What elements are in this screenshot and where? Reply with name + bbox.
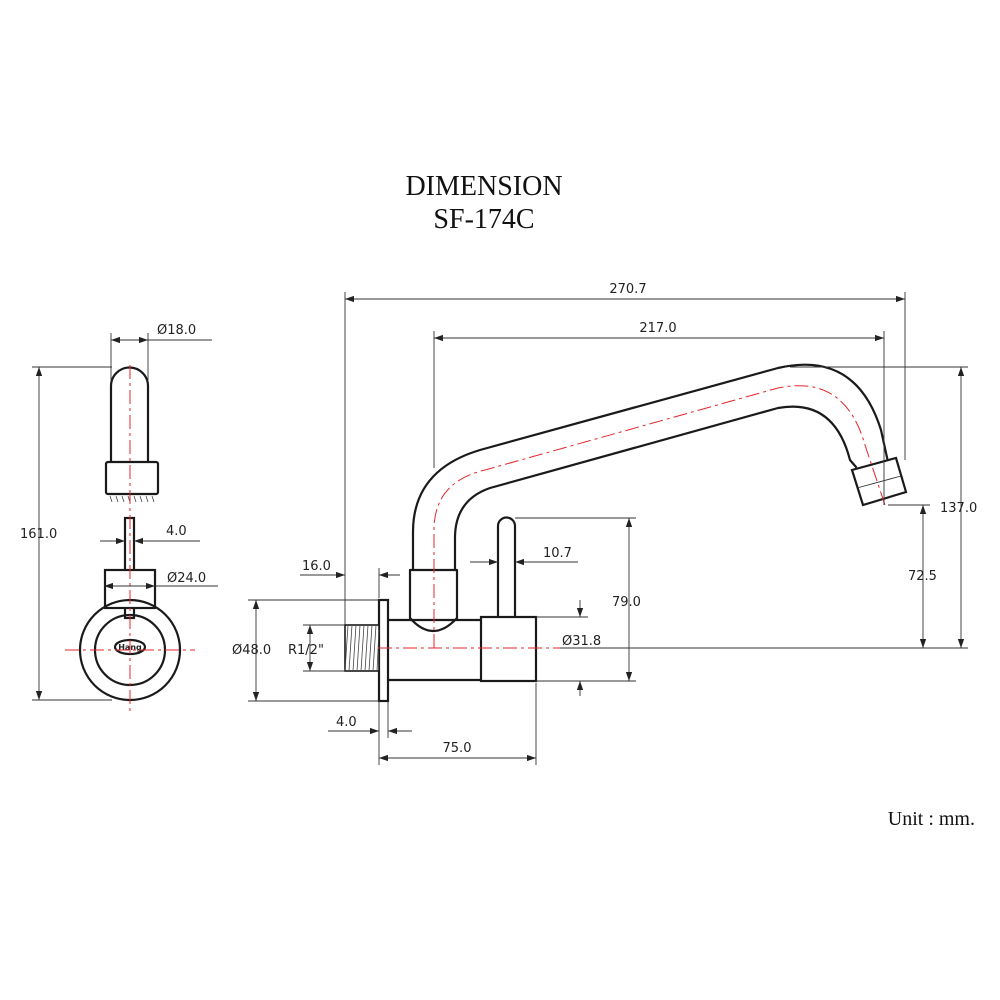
wall-flange: [377, 598, 390, 703]
drawing-title: DIMENSION: [405, 171, 562, 202]
spout-inner: [453, 405, 858, 572]
dim-side-body-diameter: Ø24.0: [167, 571, 206, 586]
spout-centerline: [433, 385, 886, 648]
dim-body-length: 75.0: [443, 741, 472, 756]
dim-side-height: 161.0: [20, 527, 57, 542]
unit-label: Unit : mm.: [888, 808, 975, 830]
dim-flange-thickness: 4.0: [336, 715, 357, 730]
dim-side-tube-diameter: Ø18.0: [157, 323, 196, 338]
valve-head: [479, 615, 538, 683]
dim-handle-width: 10.7: [543, 546, 572, 561]
side-view: Hang Ø18.0 4.0 Ø24.0 161.0: [20, 323, 218, 715]
spout-outer: [411, 363, 890, 572]
front-handle: [496, 516, 517, 619]
dim-flange-diameter: Ø48.0: [232, 643, 271, 658]
dim-side-handle-width: 4.0: [166, 524, 187, 539]
front-view: 270.7 217.0 16.0 Ø48.0 R1/2" 4.0 75.0: [232, 282, 977, 765]
dim-handle-height: 79.0: [612, 595, 641, 610]
thread-hatching: [344, 624, 380, 672]
dim-outlet-height: 72.5: [908, 569, 937, 584]
dim-body-diameter: Ø31.8: [562, 634, 601, 649]
model-number: SF-174C: [433, 204, 534, 235]
spout-saddle: [408, 616, 459, 633]
dim-flange-offset: 16.0: [302, 559, 331, 574]
dim-spout-reach: 217.0: [639, 321, 676, 336]
dim-overall-height: 137.0: [940, 501, 977, 516]
side-aerator-mesh: [109, 495, 155, 503]
side-collar: [104, 460, 160, 496]
dim-thread-size: R1/2": [288, 643, 324, 658]
dim-overall-length: 270.7: [609, 282, 646, 297]
spout-aerator: [850, 456, 908, 507]
